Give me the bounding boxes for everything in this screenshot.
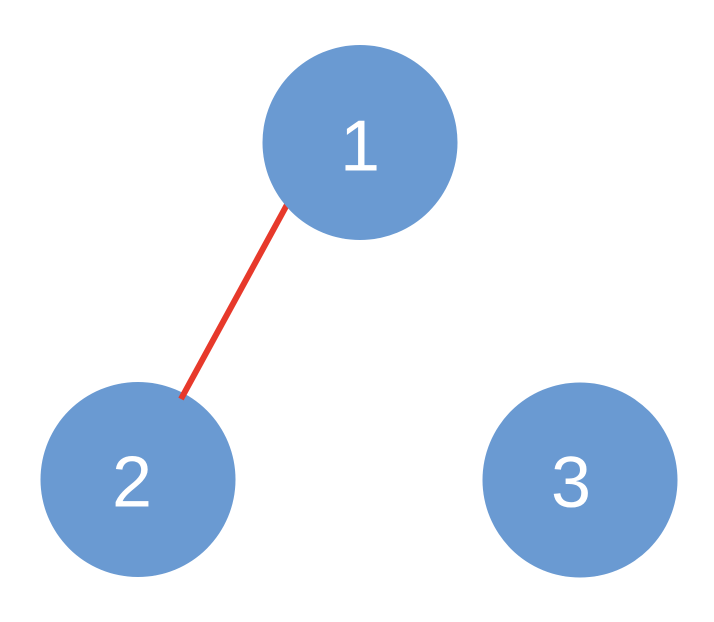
node-2-label: 2 — [112, 443, 152, 523]
node-1-circle[interactable] — [262, 45, 458, 240]
node-1-label: 1 — [340, 107, 380, 187]
node-3-circle[interactable] — [482, 382, 678, 578]
node-2-circle[interactable] — [40, 382, 236, 577]
edge-1-2-line[interactable] — [178, 188, 298, 401]
node-3-label: 3 — [551, 443, 591, 523]
